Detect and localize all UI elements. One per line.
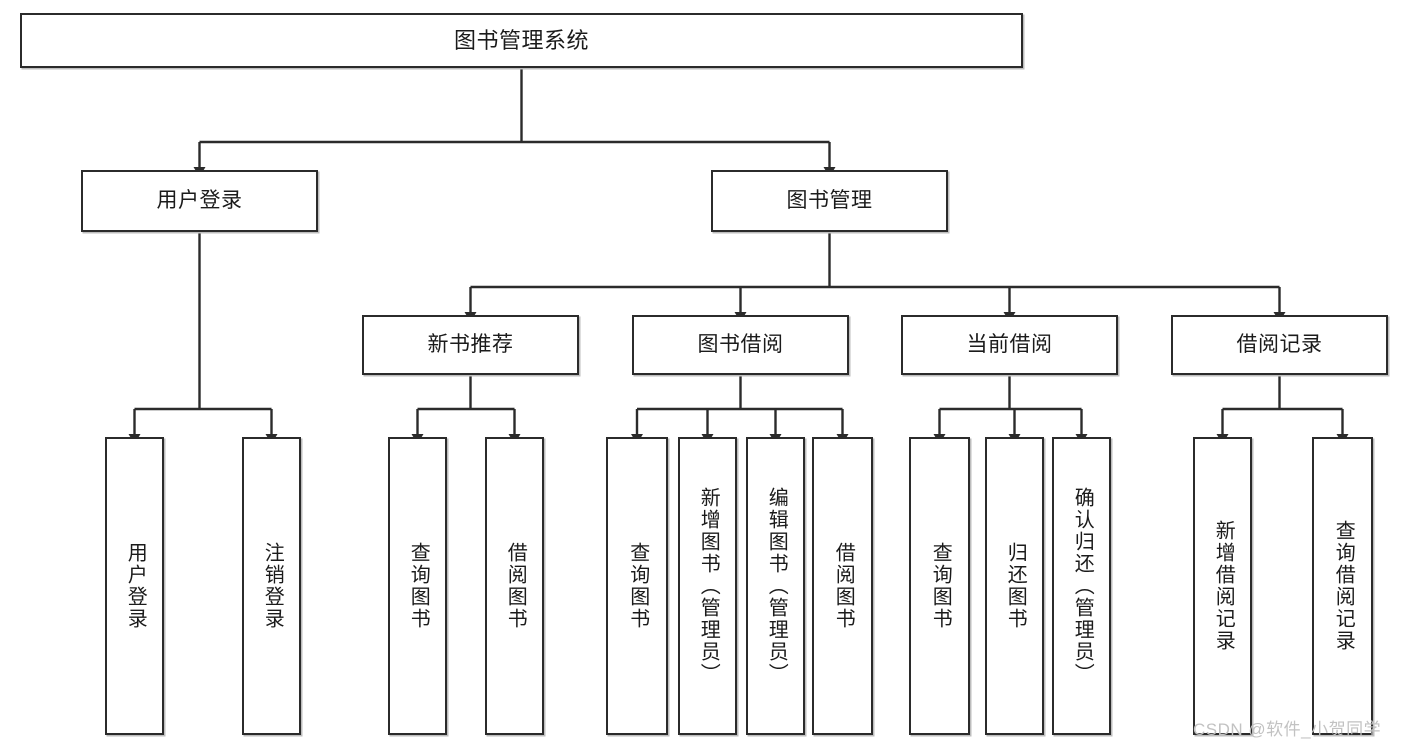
- node-leaf-add-book-label: 新增图书（管理员）: [697, 487, 720, 685]
- node-user-login[interactable]: 用户登录: [81, 170, 318, 232]
- node-leaf-query-record-label: 查询借阅记录: [1332, 520, 1355, 652]
- node-leaf-edit-book[interactable]: 编辑图书（管理员）: [746, 437, 805, 735]
- node-leaf-edit-book-label: 编辑图书（管理员）: [765, 487, 788, 685]
- node-new-book-recommend[interactable]: 新书推荐: [362, 315, 579, 375]
- node-leaf-add-record-label: 新增借阅记录: [1212, 520, 1235, 652]
- node-root[interactable]: 图书管理系统: [20, 13, 1023, 68]
- node-leaf-confirm-return[interactable]: 确认归还（管理员）: [1052, 437, 1111, 735]
- node-book-borrow-label: 图书借阅: [697, 332, 784, 356]
- node-current-borrow-label: 当前借阅: [966, 332, 1053, 356]
- node-book-borrow[interactable]: 图书借阅: [632, 315, 849, 375]
- node-leaf-user-login-label: 用户登录: [124, 542, 147, 630]
- node-leaf-query-book-current-label: 查询图书: [929, 542, 952, 630]
- node-leaf-query-book-recommend-label: 查询图书: [407, 542, 430, 630]
- node-current-borrow[interactable]: 当前借阅: [901, 315, 1118, 375]
- node-leaf-return-book[interactable]: 归还图书: [985, 437, 1044, 735]
- node-borrow-record[interactable]: 借阅记录: [1171, 315, 1388, 375]
- node-leaf-query-book-current[interactable]: 查询图书: [909, 437, 970, 735]
- node-leaf-query-record[interactable]: 查询借阅记录: [1312, 437, 1373, 735]
- node-leaf-borrow-book-recommend-label: 借阅图书: [504, 542, 527, 630]
- node-leaf-logout-label: 注销登录: [261, 542, 284, 630]
- node-leaf-add-record[interactable]: 新增借阅记录: [1193, 437, 1252, 735]
- node-leaf-query-book-recommend[interactable]: 查询图书: [388, 437, 447, 735]
- node-leaf-return-book-label: 归还图书: [1004, 542, 1027, 630]
- node-borrow-record-label: 借阅记录: [1236, 332, 1323, 356]
- node-leaf-borrow-book-borrow[interactable]: 借阅图书: [812, 437, 873, 735]
- node-root-label: 图书管理系统: [453, 27, 589, 53]
- node-new-book-recommend-label: 新书推荐: [427, 332, 514, 356]
- node-leaf-confirm-return-label: 确认归还（管理员）: [1071, 487, 1094, 685]
- node-user-login-label: 用户登录: [156, 188, 243, 212]
- node-leaf-query-book-borrow-label: 查询图书: [626, 542, 649, 630]
- node-book-manage[interactable]: 图书管理: [711, 170, 948, 232]
- node-leaf-borrow-book-borrow-label: 借阅图书: [832, 542, 855, 630]
- node-leaf-query-book-borrow[interactable]: 查询图书: [606, 437, 668, 735]
- node-leaf-add-book[interactable]: 新增图书（管理员）: [678, 437, 737, 735]
- node-leaf-logout[interactable]: 注销登录: [242, 437, 301, 735]
- node-leaf-borrow-book-recommend[interactable]: 借阅图书: [485, 437, 544, 735]
- node-book-manage-label: 图书管理: [786, 188, 873, 212]
- node-leaf-user-login[interactable]: 用户登录: [105, 437, 164, 735]
